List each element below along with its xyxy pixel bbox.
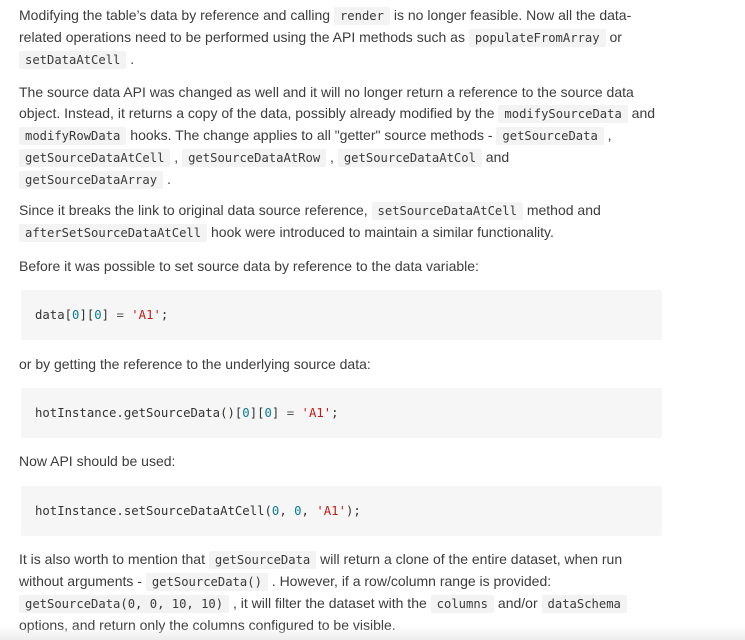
- bottom-fade: [0, 626, 745, 640]
- inline-code-get-source-data-array: getSourceDataArray: [19, 171, 164, 189]
- inline-code-get-source-data: getSourceData: [208, 551, 317, 569]
- text: ,: [603, 127, 612, 143]
- code-block-set-source-data-at-cell: hotInstance.setSourceDataAtCell(0, 0, 'A…: [21, 486, 662, 536]
- inline-code-get-source-data-range: getSourceData(0, 0, 10, 10): [19, 595, 230, 613]
- text: The source data API was changed as well …: [19, 84, 634, 121]
- code-block-get-source-data: hotInstance.getSourceData()[0][0] = 'A1'…: [21, 388, 662, 438]
- text: ,: [326, 149, 338, 165]
- text: and: [627, 105, 656, 121]
- text: and/or: [494, 595, 542, 611]
- inline-code-get-source-data: getSourceData: [496, 127, 604, 145]
- paragraph-before-by-reference: Before it was possible to set source dat…: [19, 258, 479, 274]
- inline-code-render: render: [333, 7, 390, 25]
- inline-code-get-source-data-call: getSourceData(): [145, 573, 268, 591]
- inline-code-modify-row-data: modifyRowData: [19, 127, 127, 145]
- inline-code-after-set-source-data-at-cell: afterSetSourceDataAtCell: [19, 224, 208, 242]
- inline-code-get-source-data-at-col: getSourceDataAtCol: [337, 149, 482, 167]
- inline-code-set-data-at-cell: setDataAtCell: [19, 51, 127, 69]
- text: ,: [170, 149, 183, 165]
- text: and: [481, 149, 510, 165]
- inline-code-columns: columns: [430, 595, 495, 613]
- inline-code-set-source-data-at-cell: setSourceDataAtCell: [371, 202, 523, 220]
- inline-code-get-source-data-at-cell: getSourceDataAtCell: [19, 149, 171, 167]
- paragraph-source-data-api: The source data API was changed as well …: [19, 82, 664, 191]
- text: . However, if a row/column range is prov…: [267, 573, 552, 589]
- text: hooks. The change applies to all "getter…: [126, 127, 497, 143]
- text: Modifying the table’s data by reference …: [19, 7, 334, 23]
- text: will return a clone of the entire datase…: [19, 551, 623, 589]
- text: hook were introduced to maintain a simil…: [207, 224, 554, 240]
- inline-code-populate-from-array: populateFromArray: [468, 29, 606, 47]
- paragraph-data-by-reference: Modifying the table’s data by reference …: [19, 5, 664, 71]
- paragraph-underlying-source: or by getting the reference to the under…: [19, 356, 371, 372]
- inline-code-modify-source-data: modifySourceData: [498, 105, 628, 123]
- text: or: [605, 29, 622, 45]
- paragraph-set-source-data-at-cell: Since it breaks the link to original dat…: [19, 200, 601, 244]
- code-block-data-reference: data[0][0] = 'A1';: [21, 290, 662, 340]
- inline-code-data-schema: dataSchema: [541, 595, 627, 613]
- paragraph-now-api: Now API should be used:: [19, 453, 176, 469]
- text: Since it breaks the link to original dat…: [19, 202, 372, 218]
- paragraph-clone-dataset: It is also worth to mention that getSour…: [19, 549, 664, 636]
- text: is no longer feasible. Now all the data-…: [19, 7, 632, 45]
- text: , it will filter the dataset with the: [229, 595, 431, 611]
- text: .: [126, 51, 135, 67]
- text: method and: [522, 202, 601, 218]
- inline-code-get-source-data-at-row: getSourceDataAtRow: [182, 149, 327, 167]
- text: It is also worth to mention that: [19, 551, 209, 567]
- text: .: [163, 171, 171, 187]
